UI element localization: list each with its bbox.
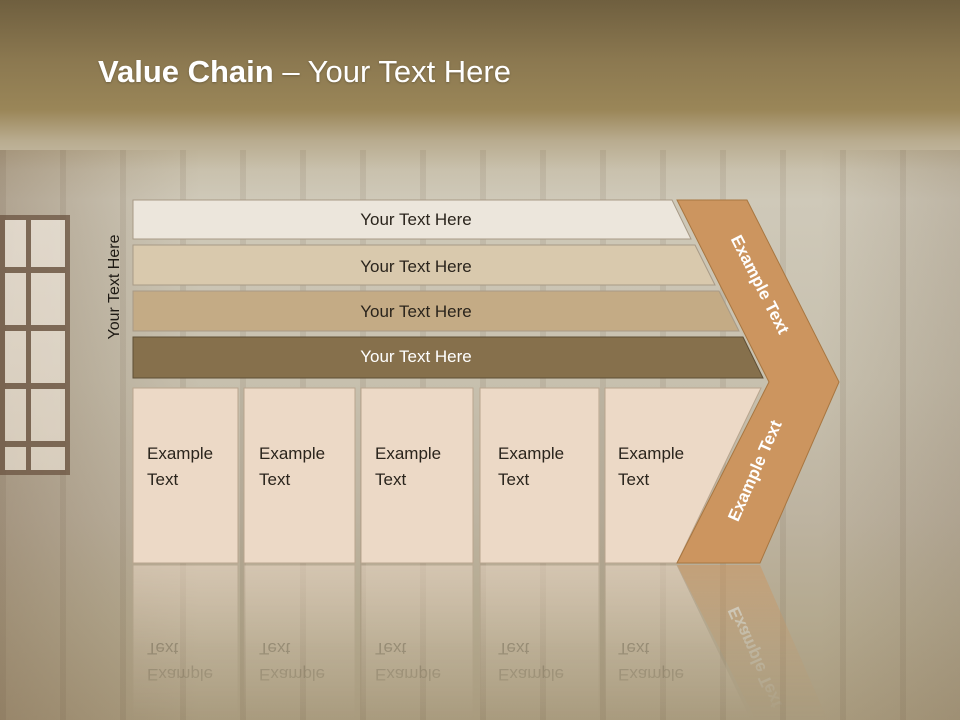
reflect-box-2-line2: Text <box>259 639 290 658</box>
bar-1[interactable]: Your Text Here <box>132 199 692 240</box>
box-2-line2: Text <box>259 470 290 489</box>
reflect-box-3-line2: Text <box>375 639 406 658</box>
barn-window-image <box>0 215 70 475</box>
reflect-box-4-line1: Example <box>498 665 564 684</box>
box-4[interactable]: Example Text <box>479 387 600 564</box>
reflect-box-2-line1: Example <box>259 665 325 684</box>
slide-title[interactable]: Value Chain – Your Text Here <box>98 54 511 90</box>
reflect-box-3-line1: Example <box>375 665 441 684</box>
box-4-line2: Text <box>498 470 529 489</box>
boxes-group: Example Text Example Text Example Text E… <box>132 387 762 564</box>
box-3-line2: Text <box>375 470 406 489</box>
bar-3-label: Your Text Here <box>360 302 472 321</box>
reflect-box-1-line2: Text <box>147 639 178 658</box>
reflect-box-4-line2: Text <box>498 639 529 658</box>
title-bold: Value Chain <box>98 54 274 89</box>
reflect-box-5-line2: Text <box>618 639 649 658</box>
bar-1-label: Your Text Here <box>360 210 472 229</box>
box-5[interactable]: Example Text <box>604 387 762 564</box>
box-1[interactable]: Example Text <box>132 387 239 564</box>
box-4-line1: Example <box>498 444 564 463</box>
reflect-box-5-line1: Example <box>618 665 684 684</box>
box-3-line1: Example <box>375 444 441 463</box>
diagram-reflection: Example Text Example Text Example Text E… <box>132 564 828 720</box>
bar-4-label: Your Text Here <box>360 347 472 366</box>
box-1-line1: Example <box>147 444 213 463</box>
bars-group: Your Text Here Your Text Here Your Text … <box>132 199 764 379</box>
title-rest: – Your Text Here <box>273 54 511 89</box>
reflect-box-1-line1: Example <box>147 665 213 684</box>
box-2-line1: Example <box>259 444 325 463</box>
box-1-line2: Text <box>147 470 178 489</box>
bar-2-label: Your Text Here <box>360 257 472 276</box>
box-5-line2: Text <box>618 470 649 489</box>
box-2[interactable]: Example Text <box>243 387 356 564</box>
box-5-line1: Example <box>618 444 684 463</box>
box-3[interactable]: Example Text <box>360 387 474 564</box>
bar-3[interactable]: Your Text Here <box>132 290 740 332</box>
bar-2[interactable]: Your Text Here <box>132 244 716 286</box>
bar-4[interactable]: Your Text Here <box>132 336 764 379</box>
